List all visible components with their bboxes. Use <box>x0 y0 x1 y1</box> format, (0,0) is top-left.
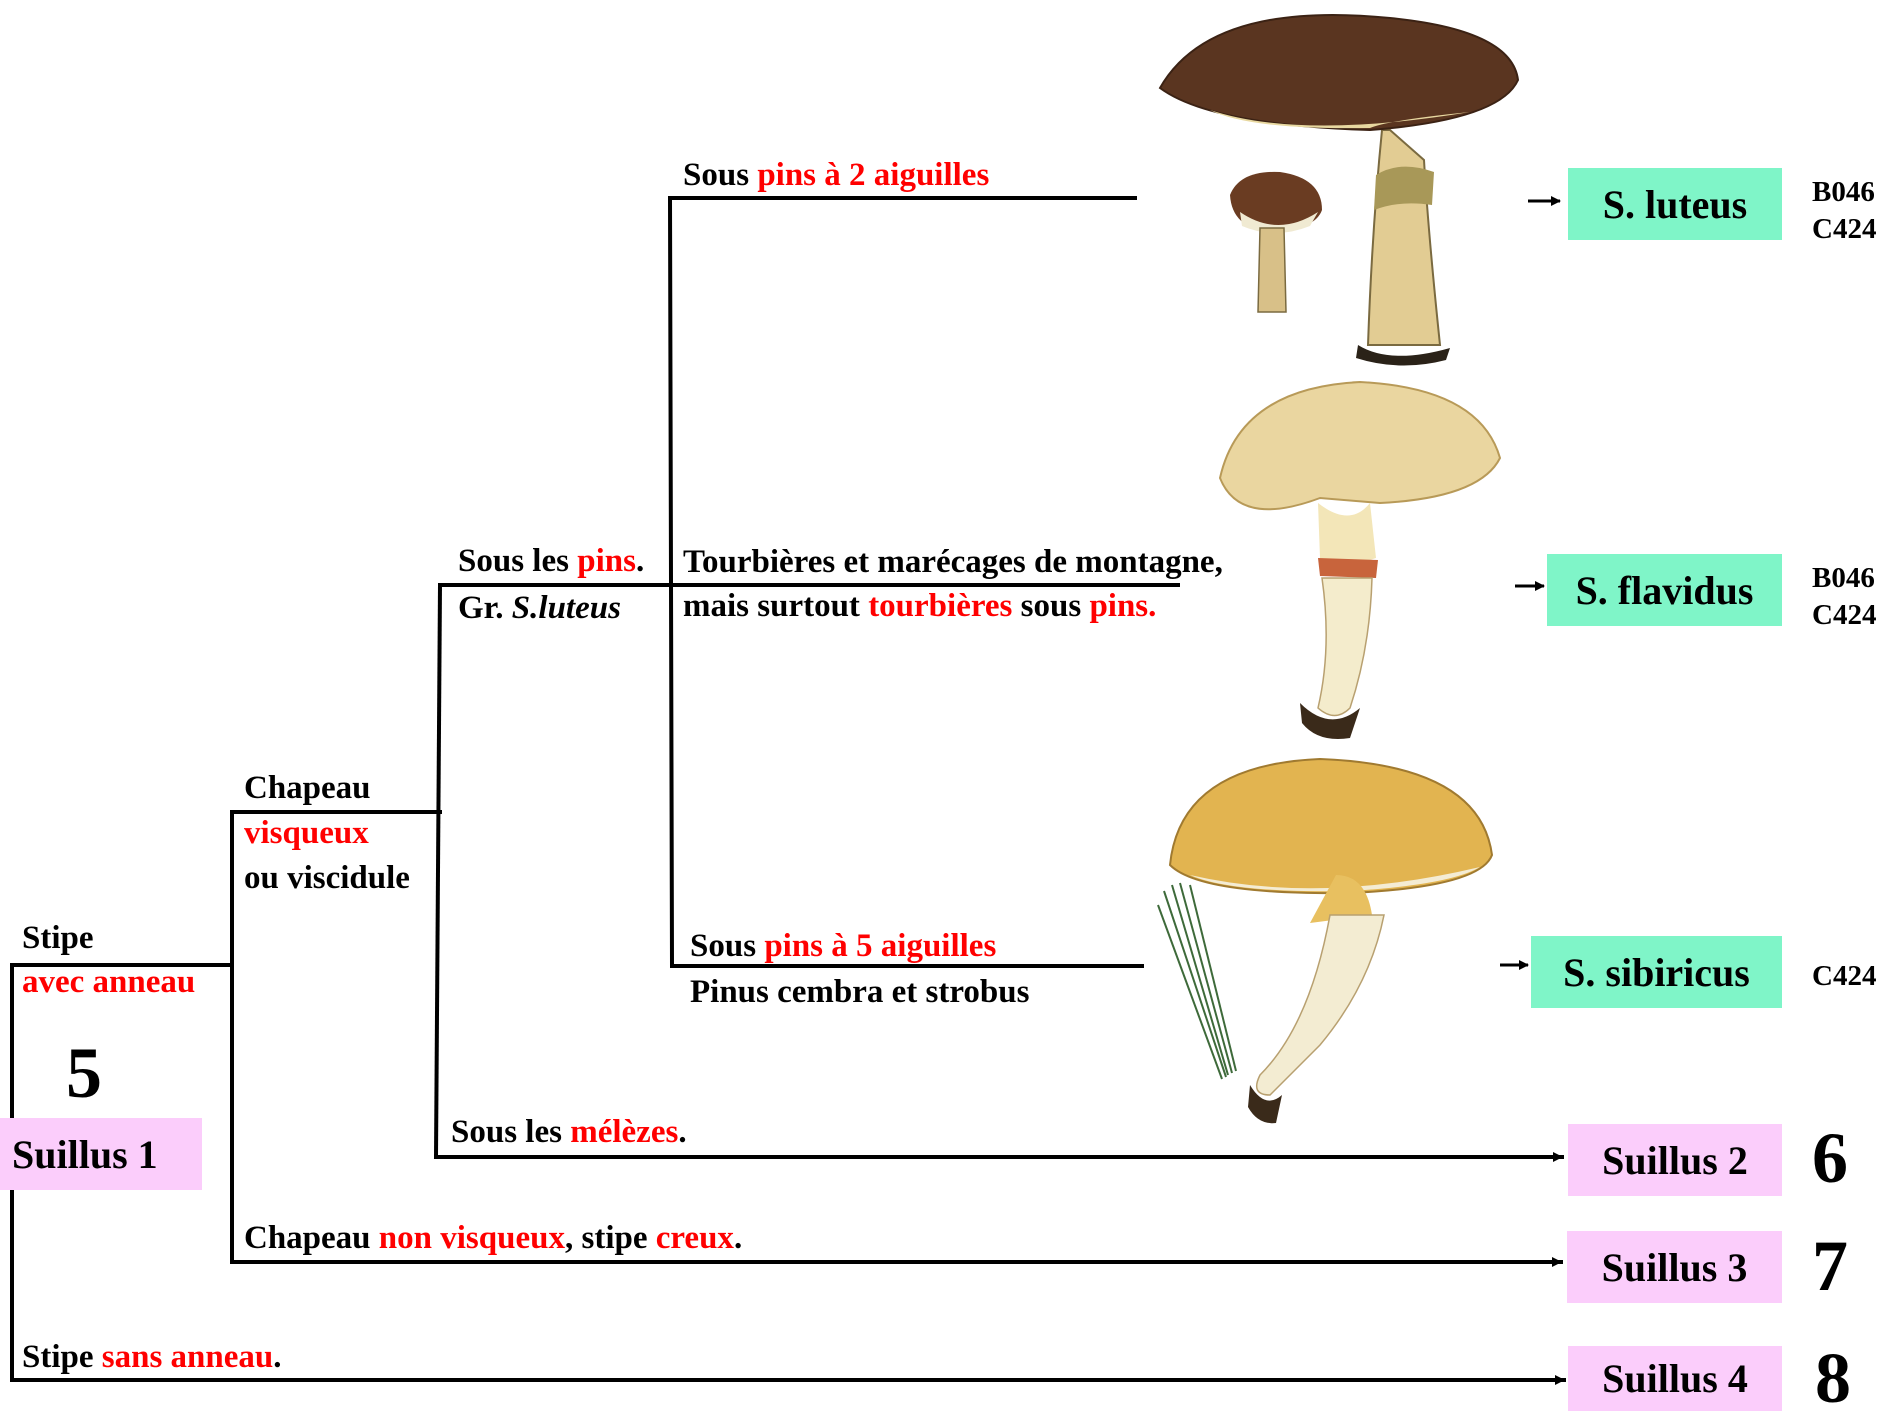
outcome-suillus-3-box: Suillus 3 <box>1567 1231 1782 1303</box>
stipe-avec-anneau-label: Stipe avec anneau <box>22 920 195 1002</box>
period-text-2: . <box>678 1114 686 1150</box>
ref-b046-2: B046 <box>1812 560 1876 597</box>
non-visqueux-text: non visqueux <box>379 1220 565 1256</box>
sous-les-text-2: Sous les <box>451 1114 570 1150</box>
species-flavidus-refs: B046 C424 <box>1812 560 1876 634</box>
ref-c424-2: C424 <box>1812 597 1876 634</box>
outcome-8-number: 8 <box>1815 1342 1851 1411</box>
ou-viscidule-label: ou viscidule <box>244 856 410 901</box>
chapeau-text: Chapeau <box>244 1220 379 1256</box>
root-number: 5 <box>66 1037 102 1109</box>
pins-text: pins <box>577 543 636 579</box>
outcome-6-number: 6 <box>1812 1122 1848 1194</box>
tourbieres-line1: Tourbières et marécages de montagne, <box>683 540 1223 584</box>
ref-c424-3: C424 <box>1812 958 1876 995</box>
root-suillus-1-box: Suillus 1 <box>0 1118 202 1190</box>
sous-text: Sous <box>683 157 757 193</box>
sous-text-3: Sous <box>690 928 764 964</box>
species-sibiricus-label: S. sibiricus <box>1563 949 1750 996</box>
stipe-sans-anneau-label: Stipe sans anneau. <box>22 1339 282 1377</box>
suillus-flavidus-illustration <box>1200 378 1520 748</box>
sous-les-text: Sous les <box>458 543 577 579</box>
period-text: . <box>636 543 644 579</box>
pins-5-aiguilles-text: pins à 5 aiguilles <box>764 928 996 964</box>
melezes-text: mélèzes <box>570 1114 678 1150</box>
outcome-suillus-3-label: Suillus 3 <box>1602 1244 1748 1291</box>
stipe-text: , stipe <box>565 1220 656 1256</box>
species-sibiricus-box: S. sibiricus <box>1531 936 1782 1008</box>
pins-text-2: pins. <box>1089 588 1156 624</box>
suillus-sibiricus-illustration <box>1150 755 1510 1145</box>
stipe-label: Stipe <box>22 920 195 958</box>
pins-2-aiguilles-text: pins à 2 aiguilles <box>757 157 989 193</box>
ref-c424: C424 <box>1812 211 1876 248</box>
species-luteus-box: S. luteus <box>1568 168 1782 240</box>
line-pins-trunk <box>436 585 440 1157</box>
sous-text-2: sous <box>1012 588 1089 624</box>
species-flavidus-box: S. flavidus <box>1547 554 1782 626</box>
outcome-suillus-2-box: Suillus 2 <box>1568 1124 1782 1196</box>
pins-2-aiguilles-label: Sous pins à 2 aiguilles <box>683 157 989 195</box>
species-flavidus-label: S. flavidus <box>1576 567 1754 614</box>
tourbieres-label: Tourbières et marécages de montagne, mai… <box>683 540 1223 628</box>
tourbieres-text: tourbières <box>868 588 1012 624</box>
species-luteus-label: S. luteus <box>1603 181 1748 228</box>
species-luteus-refs: B046 C424 <box>1812 174 1876 248</box>
period-text-4: . <box>273 1339 281 1375</box>
chapeau-non-visqueux-label: Chapeau non visqueux, stipe creux. <box>244 1220 742 1258</box>
gr-sluteus-label: Gr. S.luteus <box>458 590 621 628</box>
avec-anneau-label: avec anneau <box>22 964 195 1002</box>
mais-surtout-text: mais surtout <box>683 588 868 624</box>
sous-les-melezes-label: Sous les mélèzes. <box>451 1114 687 1152</box>
chapeau-visqueux-label: Chapeau visqueux ou viscidule <box>244 766 410 901</box>
period-text-3: . <box>734 1220 742 1256</box>
species-sibiricus-refs: C424 <box>1812 958 1876 995</box>
line-pins-subtrunk <box>670 198 672 966</box>
outcome-suillus-4-box: Suillus 4 <box>1568 1346 1782 1411</box>
tourbieres-line2: mais surtout tourbières sous pins. <box>683 584 1223 628</box>
sous-les-pins-label: Sous les pins. <box>458 543 644 581</box>
chapeau-label: Chapeau <box>244 766 410 811</box>
suillus-luteus-illustration <box>1150 0 1530 370</box>
pins-5-aiguilles-label: Sous pins à 5 aiguilles Pinus cembra et … <box>690 923 1029 1015</box>
outcome-suillus-4-label: Suillus 4 <box>1602 1355 1748 1402</box>
pinus-cembra-strobus-text: Pinus cembra et strobus <box>690 969 1029 1015</box>
stipe-text-2: Stipe <box>22 1339 102 1375</box>
creux-text: creux <box>656 1220 734 1256</box>
outcome-7-number: 7 <box>1812 1230 1848 1302</box>
sans-anneau-text: sans anneau <box>102 1339 274 1375</box>
gr-text: Gr. <box>458 590 512 626</box>
ref-b046: B046 <box>1812 174 1876 211</box>
root-suillus-1-label: Suillus 1 <box>12 1131 158 1178</box>
visqueux-label: visqueux <box>244 811 410 856</box>
outcome-suillus-2-label: Suillus 2 <box>1602 1137 1748 1184</box>
sluteus-text: S.luteus <box>512 590 621 626</box>
